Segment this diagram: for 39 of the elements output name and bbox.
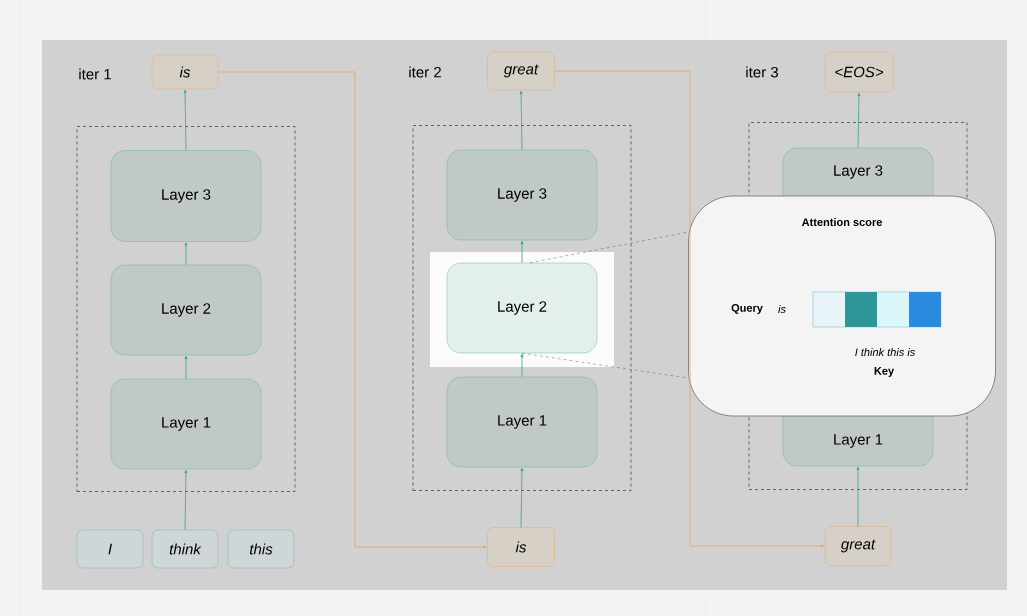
input-token: this [227, 529, 295, 569]
arrow [520, 240, 524, 264]
arrow [519, 90, 523, 151]
arrow [520, 467, 524, 528]
callout-title: Attention score [801, 217, 882, 227]
iteration-label: iter 1 [79, 68, 111, 80]
layer-box: Layer 2 [446, 262, 598, 354]
output-token: is [151, 54, 219, 90]
arrow [520, 353, 524, 378]
arrow [183, 89, 187, 151]
arrow [184, 355, 188, 380]
layer-box: Layer 1 [110, 378, 262, 470]
layer-box: Layer 1 [446, 376, 598, 468]
output-token: is [487, 527, 555, 567]
output-token: <EOS> [824, 51, 894, 93]
key-tokens: I think this is [855, 347, 916, 357]
layer-box: Layer 3 [446, 149, 598, 241]
iteration-label: iter 3 [746, 66, 778, 78]
query-label: Query [731, 304, 763, 314]
arrow [184, 469, 188, 531]
key-label: Key [874, 367, 895, 377]
layer-box: Layer 2 [110, 264, 262, 356]
output-token: great [824, 526, 892, 566]
layer-box: Layer 3 [782, 147, 934, 197]
arrow [857, 92, 861, 149]
feedback-arrow [217, 71, 487, 549]
arrow [184, 242, 188, 266]
input-token: I [76, 529, 144, 569]
arrow [856, 466, 860, 527]
model-frame [412, 125, 632, 491]
feedback-arrow [554, 70, 825, 548]
input-token: think [151, 529, 219, 569]
layer-box: Layer 1 [782, 415, 934, 467]
iteration-label: iter 2 [409, 66, 441, 78]
model-frame [76, 126, 296, 492]
zoom-line [521, 353, 689, 379]
output-token: great [487, 51, 555, 91]
query-token: is [778, 304, 786, 314]
layer-box: Layer 3 [110, 150, 262, 242]
